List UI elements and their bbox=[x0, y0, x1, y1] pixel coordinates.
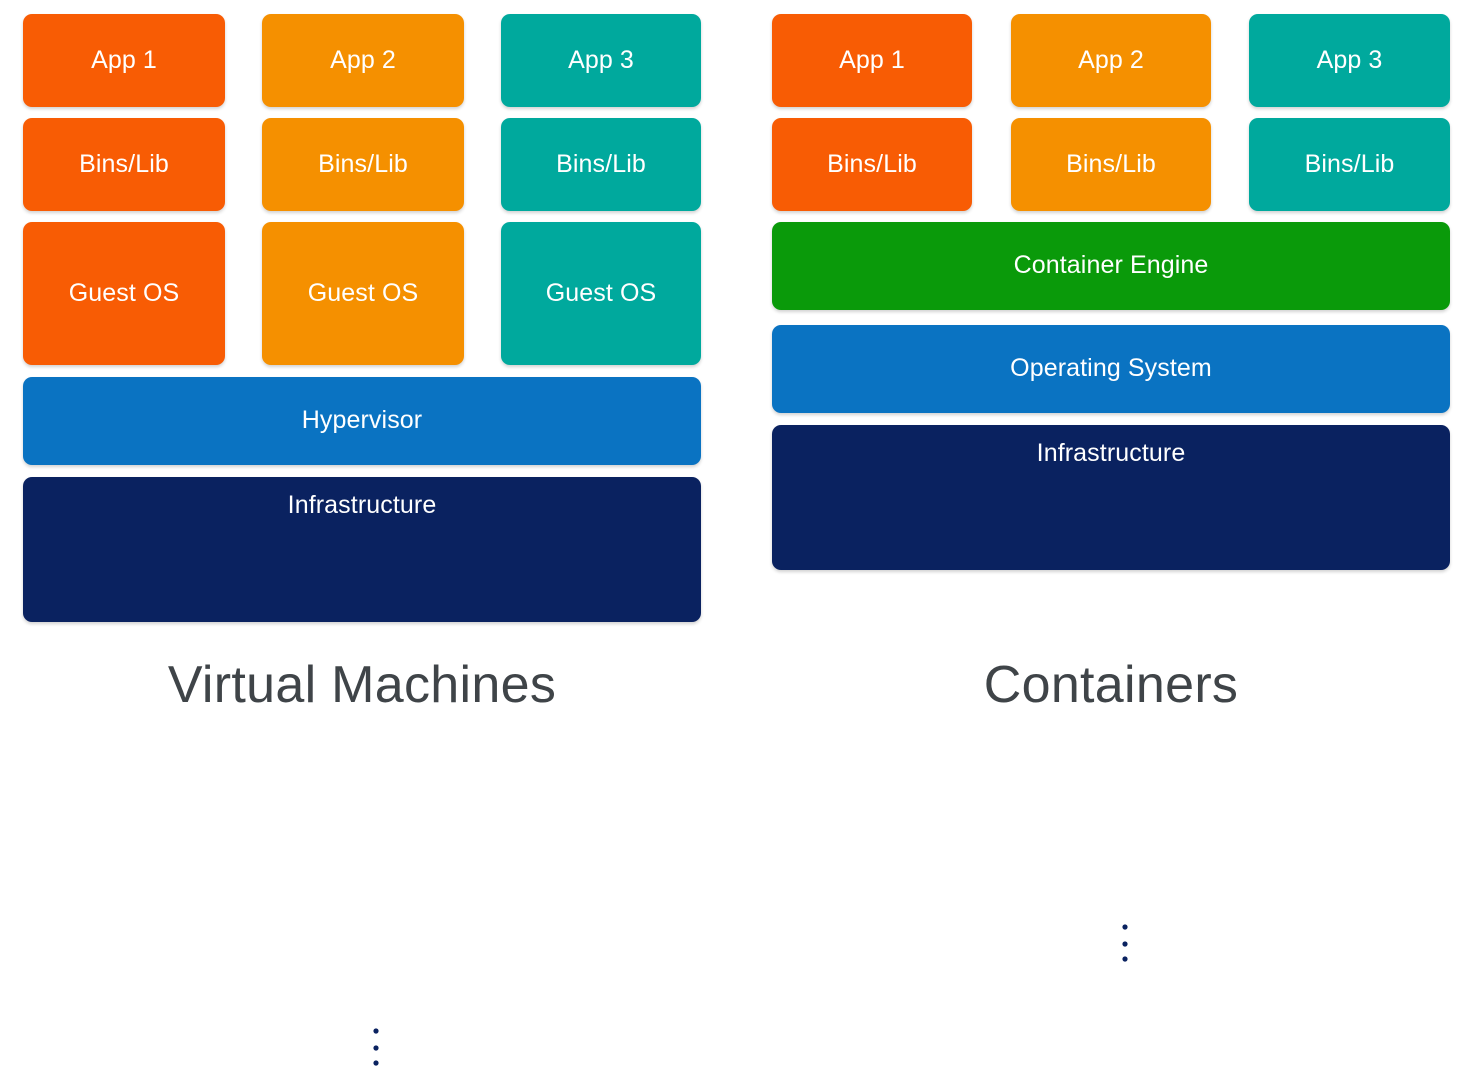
containers-panel: App 1 App 2 App 3 Bins/Lib Bins/Lib Bins… bbox=[740, 0, 1475, 965]
vm-app-box-1[interactable]: App 1 bbox=[23, 14, 225, 107]
ct-app-label-2: App 2 bbox=[1078, 45, 1144, 74]
ct-app-label-1: App 1 bbox=[839, 45, 905, 74]
vm-guest-os-label-2: Guest OS bbox=[307, 278, 419, 307]
virtual-machines-title: Virtual Machines bbox=[167, 656, 557, 714]
vm-guest-os-box-3[interactable]: Guest OS bbox=[501, 222, 701, 365]
vm-infrastructure-label: Infrastructure bbox=[287, 491, 437, 519]
ct-infrastructure-label: Infrastructure bbox=[1036, 439, 1186, 467]
ct-app-label-3: App 3 bbox=[1316, 45, 1383, 74]
vm-binslib-label-2: Bins/Lib bbox=[318, 149, 408, 178]
ct-binslib-label-2: Bins/Lib bbox=[1066, 149, 1156, 178]
containers-title: Containers bbox=[983, 656, 1239, 714]
cloud-icon bbox=[448, 1013, 524, 1063]
container-engine-label: Container Engine bbox=[1013, 251, 1209, 280]
ct-binslib-label-3: Bins/Lib bbox=[1304, 149, 1395, 178]
vm-guest-os-box-2[interactable]: Guest OS bbox=[262, 222, 464, 365]
ct-binslib-box-2[interactable]: Bins/Lib bbox=[1011, 118, 1211, 211]
vm-binslib-box-2[interactable]: Bins/Lib bbox=[262, 118, 464, 211]
vm-app-label-3: App 3 bbox=[568, 45, 634, 74]
vm-guest-os-box-1[interactable]: Guest OS bbox=[23, 222, 225, 365]
operating-system-label: Operating System bbox=[1010, 354, 1212, 383]
vm-app-box-3[interactable]: App 3 bbox=[501, 14, 701, 107]
laptop-icon bbox=[949, 906, 1023, 962]
vm-app-label-2: App 2 bbox=[330, 45, 396, 74]
ct-infrastructure-icon-row bbox=[772, 903, 1450, 965]
operating-system-bar[interactable]: Operating System bbox=[772, 325, 1450, 413]
ct-infrastructure-bar[interactable]: Infrastructure bbox=[772, 425, 1450, 965]
hypervisor-label: Hypervisor bbox=[301, 406, 423, 435]
database-icon bbox=[332, 1007, 390, 1069]
laptop-icon bbox=[200, 1010, 274, 1066]
vm-infrastructure-icon-row bbox=[23, 1007, 701, 1069]
container-engine-bar[interactable]: Container Engine bbox=[772, 222, 1450, 310]
hypervisor-bar[interactable]: Hypervisor bbox=[23, 377, 701, 465]
ct-app-box-3[interactable]: App 3 bbox=[1249, 14, 1450, 107]
ct-binslib-label-1: Bins/Lib bbox=[827, 149, 917, 178]
vm-guest-os-label-3: Guest OS bbox=[545, 278, 657, 307]
ct-app-box-2[interactable]: App 2 bbox=[1011, 14, 1211, 107]
vm-guest-os-label-1: Guest OS bbox=[68, 278, 180, 307]
vm-binslib-label-3: Bins/Lib bbox=[556, 149, 646, 178]
cloud-icon bbox=[1197, 909, 1273, 959]
ct-binslib-box-1[interactable]: Bins/Lib bbox=[772, 118, 972, 211]
database-icon bbox=[1081, 903, 1139, 965]
vm-binslib-box-3[interactable]: Bins/Lib bbox=[501, 118, 701, 211]
ct-binslib-box-3[interactable]: Bins/Lib bbox=[1249, 118, 1450, 211]
ct-app-box-1[interactable]: App 1 bbox=[772, 14, 972, 107]
vm-app-box-2[interactable]: App 2 bbox=[262, 14, 464, 107]
vm-infrastructure-bar[interactable]: Infrastructure bbox=[23, 477, 701, 1069]
vm-binslib-box-1[interactable]: Bins/Lib bbox=[23, 118, 225, 211]
vm-binslib-label-1: Bins/Lib bbox=[79, 149, 169, 178]
vm-app-label-1: App 1 bbox=[91, 45, 157, 74]
virtual-machines-panel: App 1 App 2 App 3 Bins/Lib Bins/Lib Bins… bbox=[0, 0, 740, 1069]
